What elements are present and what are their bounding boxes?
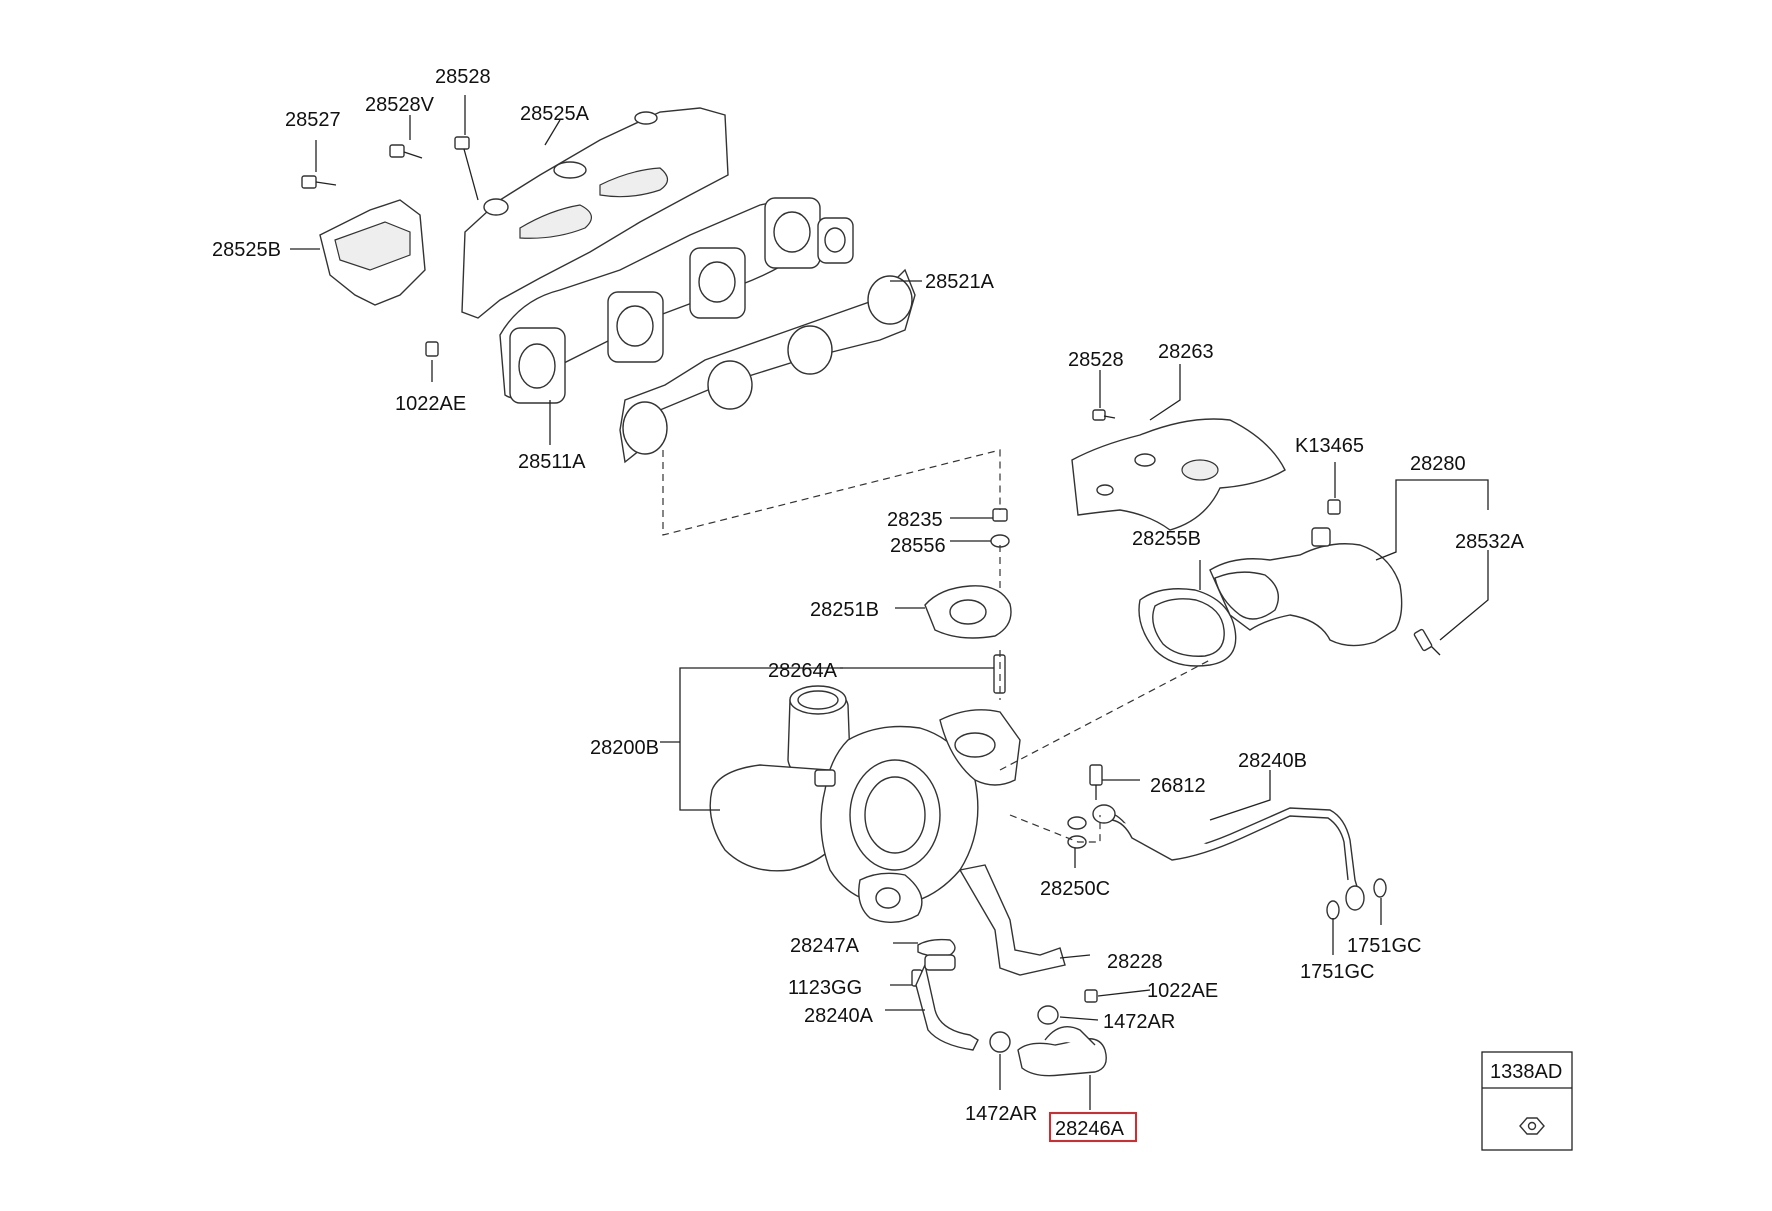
- nut-1022AE-top: [425, 341, 439, 357]
- exhaust-manifold-28511A: [499, 197, 854, 404]
- label-28240A: 28240A: [804, 1005, 874, 1027]
- gasket-28247A: [917, 938, 956, 957]
- nut-28235: [992, 508, 1008, 522]
- manifold-flange-2: [607, 291, 664, 363]
- label-1472AR-right: 1472AR: [1103, 1011, 1175, 1033]
- label-28263: 28263: [1158, 341, 1214, 363]
- bolt-28528-mid: [1092, 409, 1116, 421]
- stud-28532A: [1413, 628, 1441, 656]
- manifold-flange-3: [689, 247, 746, 319]
- guide-line-flange: [662, 449, 1001, 700]
- turbocharger-28200B: [709, 685, 1021, 923]
- label-28255B: 28255B: [1132, 528, 1201, 550]
- label-28528V: 28528V: [365, 94, 435, 116]
- label-28521A: 28521A: [925, 271, 995, 293]
- label-1123GG: 1123GG: [788, 977, 862, 999]
- bolt-26812: [1089, 764, 1103, 800]
- drain-pipe-28240A: [915, 954, 979, 1051]
- hose-28246A: [1017, 1026, 1107, 1077]
- nut-1338AD-icon: [1519, 1117, 1545, 1135]
- bolt-28527: [301, 175, 337, 189]
- washers-1751GC: [1326, 878, 1387, 920]
- gasket-28251B: [924, 585, 1012, 639]
- guide-line-turbo-elbow: [999, 659, 1211, 771]
- label-28532A: 28532A: [1455, 531, 1525, 553]
- guide-line-oil: [1009, 814, 1101, 843]
- label-28528-mid: 28528: [1068, 349, 1124, 371]
- label-28525B: 28525B: [212, 239, 281, 261]
- label-28235: 28235: [887, 509, 943, 531]
- bolt-28528-top: [454, 136, 479, 201]
- label-28527: 28527: [285, 109, 341, 131]
- nut-K13465: [1327, 499, 1341, 515]
- label-1751GC-right: 1751GC: [1347, 935, 1422, 957]
- heat-shield-28263: [1071, 418, 1286, 531]
- label-28556: 28556: [890, 535, 946, 557]
- oil-feed-pipe-28240B: [1092, 804, 1365, 911]
- label-1022AE-top: 1022AE: [395, 393, 466, 415]
- hose-clamp-1472AR-left: [989, 1031, 1011, 1053]
- washers-28250C: [1067, 816, 1087, 849]
- bolt-28528V: [389, 144, 423, 159]
- label-28525A: 28525A: [520, 103, 590, 125]
- label-1751GC-left: 1751GC: [1300, 961, 1375, 983]
- label-28247A: 28247A: [790, 935, 860, 957]
- manifold-gasket-28521A: [619, 268, 916, 464]
- label-28264A: 28264A: [768, 660, 838, 682]
- gasket-28255B: [1138, 588, 1237, 667]
- nut-1022AE-bottom: [1084, 989, 1098, 1003]
- highlight-box: [1049, 1112, 1137, 1142]
- label-1472AR-left: 1472AR: [965, 1103, 1037, 1125]
- label-1022AE-bottom: 1022AE: [1147, 980, 1218, 1002]
- label-26812: 26812: [1150, 775, 1206, 797]
- heat-shield-28525B: [319, 199, 426, 306]
- label-28280: 28280: [1410, 453, 1466, 475]
- label-28250C: 28250C: [1040, 878, 1110, 900]
- elbow-28280: [1209, 527, 1403, 647]
- label-28246A[interactable]: 28246A: [1055, 1118, 1125, 1140]
- label-28200B: 28200B: [590, 737, 659, 759]
- manifold-flange-4: [764, 197, 821, 269]
- highlighted-part-28246A[interactable]: 28246A: [1049, 1112, 1137, 1142]
- label-28228: 28228: [1107, 951, 1163, 973]
- label-28251B: 28251B: [810, 599, 879, 621]
- heat-shield-28525A: [461, 107, 729, 319]
- hose-clamp-1472AR-right: [1037, 1005, 1059, 1025]
- legend-box-1338AD: 1338AD: [1481, 1051, 1573, 1151]
- label-K13465: K13465: [1295, 435, 1364, 457]
- label-28528-top: 28528: [435, 66, 491, 88]
- label-28511A: 28511A: [518, 451, 586, 473]
- leader-lines: [290, 95, 1489, 1110]
- bracket-28228: [958, 864, 1066, 976]
- manifold-flange-1: [509, 327, 566, 404]
- label-28240B: 28240B: [1238, 750, 1307, 772]
- label-1338AD: 1338AD: [1490, 1061, 1562, 1083]
